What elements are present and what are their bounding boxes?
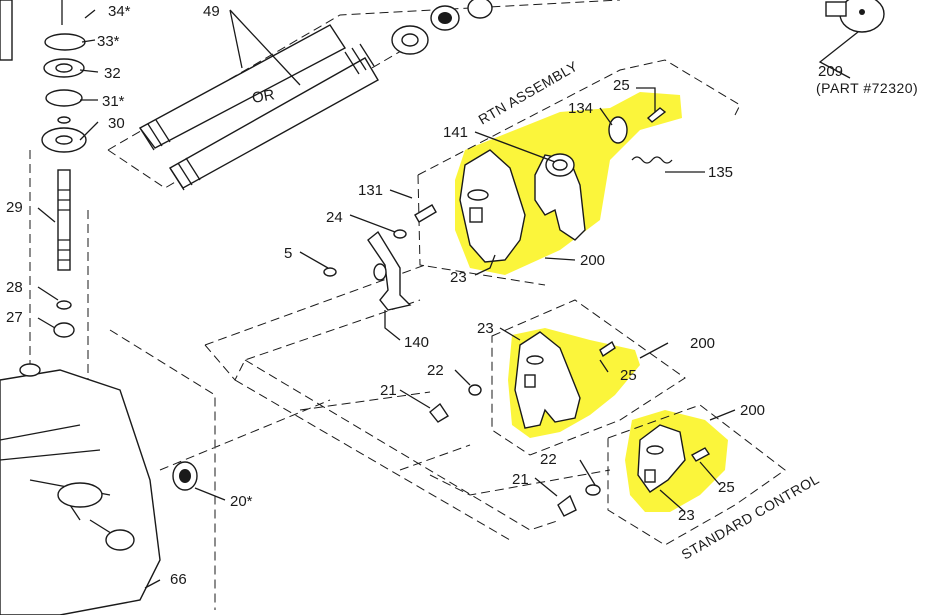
rtn-assembly-parts [323, 107, 673, 311]
label-22-lower: 22 [540, 451, 557, 468]
label-23-middle: 23 [477, 320, 494, 337]
label-49: 49 [203, 3, 220, 20]
middle-plate-parts [429, 331, 616, 429]
label-66: 66 [170, 571, 187, 588]
label-209-part-number: (PART #72320) [816, 80, 918, 96]
label-5: 5 [284, 245, 292, 262]
label-31: 31* [102, 93, 125, 110]
label-200-top: 200 [580, 252, 605, 269]
label-20: 20* [230, 493, 253, 510]
label-23-lower: 23 [678, 507, 695, 524]
transaxle-housing [0, 363, 198, 615]
label-200-lower: 200 [740, 402, 765, 419]
label-25-middle: 25 [620, 367, 637, 384]
label-22-middle: 22 [427, 362, 444, 379]
label-209: 209 [818, 63, 843, 80]
label-34: 34* [108, 3, 131, 20]
leader-lines [37, 9, 859, 589]
label-21-lower: 21 [512, 471, 529, 488]
part-209-hub [825, 0, 885, 33]
label-28: 28 [6, 279, 23, 296]
label-141: 141 [443, 124, 468, 141]
label-24: 24 [326, 209, 343, 226]
label-30: 30 [108, 115, 125, 132]
label-25-top: 25 [613, 77, 630, 94]
label-21-middle: 21 [380, 382, 397, 399]
label-140: 140 [404, 334, 429, 351]
label-25-lower: 25 [718, 479, 735, 496]
standard-control-parts [557, 424, 711, 517]
label-134: 134 [568, 100, 593, 117]
label-29: 29 [6, 199, 23, 216]
axle-shafts [138, 0, 493, 191]
label-33: 33* [97, 33, 120, 50]
label-200-middle: 200 [690, 335, 715, 352]
label-131: 131 [358, 182, 383, 199]
label-135: 135 [708, 164, 733, 181]
label-or: OR [251, 86, 276, 107]
boundary-standard-control [607, 404, 786, 546]
label-23-top: 23 [450, 269, 467, 286]
axis-lines [29, 150, 611, 610]
boundary-middle [491, 299, 686, 456]
boundary-rtn-assembly [417, 59, 741, 286]
label-32: 32 [104, 65, 121, 82]
boundary-main-frame [204, 264, 561, 541]
label-27: 27 [6, 309, 23, 326]
